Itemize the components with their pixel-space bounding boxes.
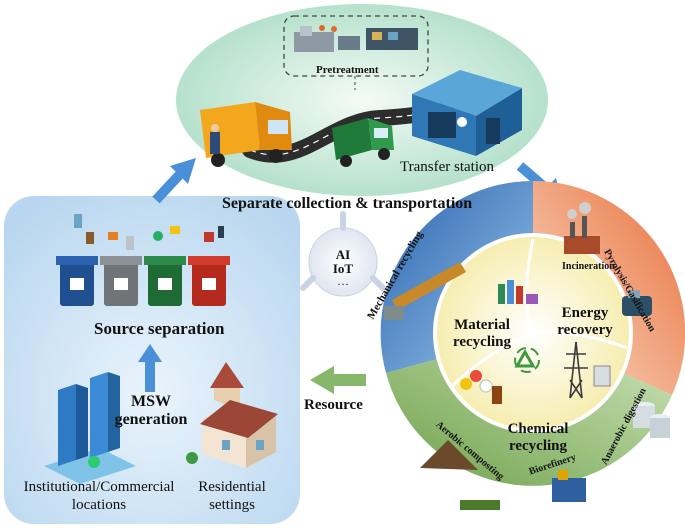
material-recycling-line1: Material <box>454 317 510 333</box>
pyrolysis-reactor-icon <box>622 290 652 316</box>
recycling-truck-icon <box>332 118 394 167</box>
sorting-bins-icon <box>56 256 230 306</box>
chemical-products-icon <box>460 370 502 404</box>
chemical-recycling-line1: Chemical <box>507 421 569 437</box>
conveyor-icon <box>384 262 466 320</box>
arrow-to-collection <box>152 158 196 204</box>
office-tower-icon <box>44 372 136 484</box>
hub-arrows <box>300 211 386 291</box>
bottles-icon <box>498 280 538 304</box>
recycle-symbol-icon <box>514 347 540 373</box>
digester-tanks-icon <box>633 402 670 438</box>
resource-label: Resource <box>304 397 363 413</box>
ai-label: AI <box>335 247 351 262</box>
transfer-station-building-icon <box>412 70 522 156</box>
pretreatment-label: Pretreatment <box>316 64 379 76</box>
chemical-recycling-line2: recycling <box>508 438 568 454</box>
arrow-up <box>138 344 162 392</box>
material-recycling-line2: recycling <box>452 334 512 350</box>
institutional-label-line2: locations <box>71 497 127 513</box>
energy-recovery-line2: recovery <box>557 322 613 338</box>
pretreatment-machine-icon <box>294 25 418 52</box>
biorefinery-icon <box>552 470 586 502</box>
msw-label-line1: MSW <box>131 393 171 410</box>
radiator-icon <box>593 365 611 387</box>
power-tower-icon <box>564 341 588 399</box>
residential-label-line1: Residential <box>198 479 266 495</box>
msw-label-line2: generation <box>114 411 188 428</box>
residential-label-line2: settings <box>209 497 255 513</box>
more-label: … <box>337 274 349 288</box>
source-separation-label: Source separation <box>94 319 225 338</box>
energy-recovery-line1: Energy <box>561 305 609 321</box>
transfer-station-label: Transfer station <box>400 159 495 175</box>
collection-caption: Separate collection & transportation <box>222 195 473 212</box>
waste-items-icon <box>74 214 224 250</box>
house-icon <box>186 362 278 468</box>
factory-icon <box>564 202 600 254</box>
compost-pile-icon <box>420 440 500 510</box>
iot-label: IoT <box>332 261 354 276</box>
institutional-label-line1: Institutional/Commercial <box>23 479 175 495</box>
arrow-resource <box>310 366 366 394</box>
incineration-label: Incineration <box>562 261 615 272</box>
garbage-truck-icon <box>200 102 292 167</box>
pretreatment-box <box>283 15 429 77</box>
